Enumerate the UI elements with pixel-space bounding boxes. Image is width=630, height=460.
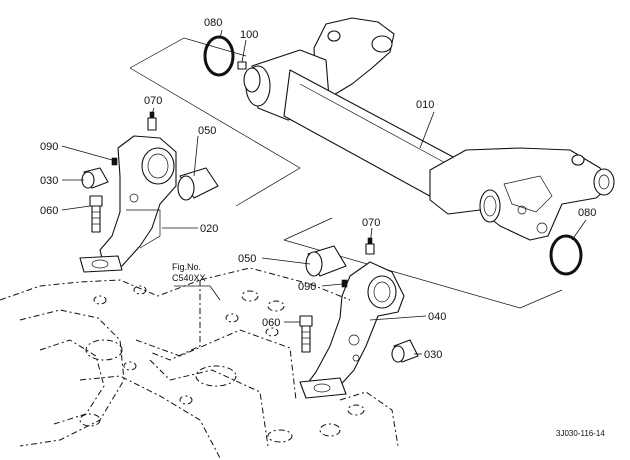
bolt-060-right xyxy=(299,315,313,353)
bushing-050-left xyxy=(177,167,219,201)
figure-ref-line2: C540XX xyxy=(172,273,206,283)
plug-090-left xyxy=(111,157,118,166)
plug-090-right xyxy=(341,279,348,288)
callout-030-right: 030 xyxy=(424,349,442,361)
grease-nipple-070-right xyxy=(365,237,375,255)
o-ring-080-right xyxy=(549,234,583,276)
callout-050-right: 050 xyxy=(238,253,256,265)
leader-lines xyxy=(61,29,587,355)
callout-080-top: 080 xyxy=(204,17,222,29)
callout-010: 010 xyxy=(416,99,434,111)
front-housing-reference xyxy=(0,267,399,459)
callout-030-left: 030 xyxy=(40,175,58,187)
figure-ref-line1: Fig.No. xyxy=(172,262,201,272)
bracket-020 xyxy=(79,135,177,273)
bushing-030-left xyxy=(81,167,109,189)
callout-070-left: 070 xyxy=(144,95,162,107)
reference-plane-lower xyxy=(283,217,563,309)
bolt-060-left xyxy=(89,195,103,233)
callout-040: 040 xyxy=(428,311,446,323)
callout-070-right: 070 xyxy=(362,217,380,229)
callout-050-left: 050 xyxy=(198,125,216,137)
callout-060-right: 060 xyxy=(262,317,280,329)
callout-020: 020 xyxy=(200,223,218,235)
bracket-040 xyxy=(299,261,405,399)
callout-080-right: 080 xyxy=(578,207,596,219)
grease-nipple-070-left xyxy=(147,111,157,131)
front-axle-beam-010 xyxy=(243,17,615,241)
figure-reference: Fig.No. C540XX xyxy=(172,262,206,283)
o-ring-080-top xyxy=(203,35,235,77)
callout-090-right: 090 xyxy=(298,281,316,293)
drawing-code: 3J030-116-14 xyxy=(556,429,605,438)
callout-090-left: 090 xyxy=(40,141,58,153)
callout-060-left: 060 xyxy=(40,205,58,217)
bushing-030-right xyxy=(391,339,419,363)
callout-100: 100 xyxy=(240,29,258,41)
reference-plane-upper xyxy=(129,37,301,207)
plug-100 xyxy=(237,61,247,70)
bushing-050-right xyxy=(305,245,347,277)
callout-labels: 080 100 070 090 030 060 050 020 010 070 … xyxy=(40,17,596,361)
